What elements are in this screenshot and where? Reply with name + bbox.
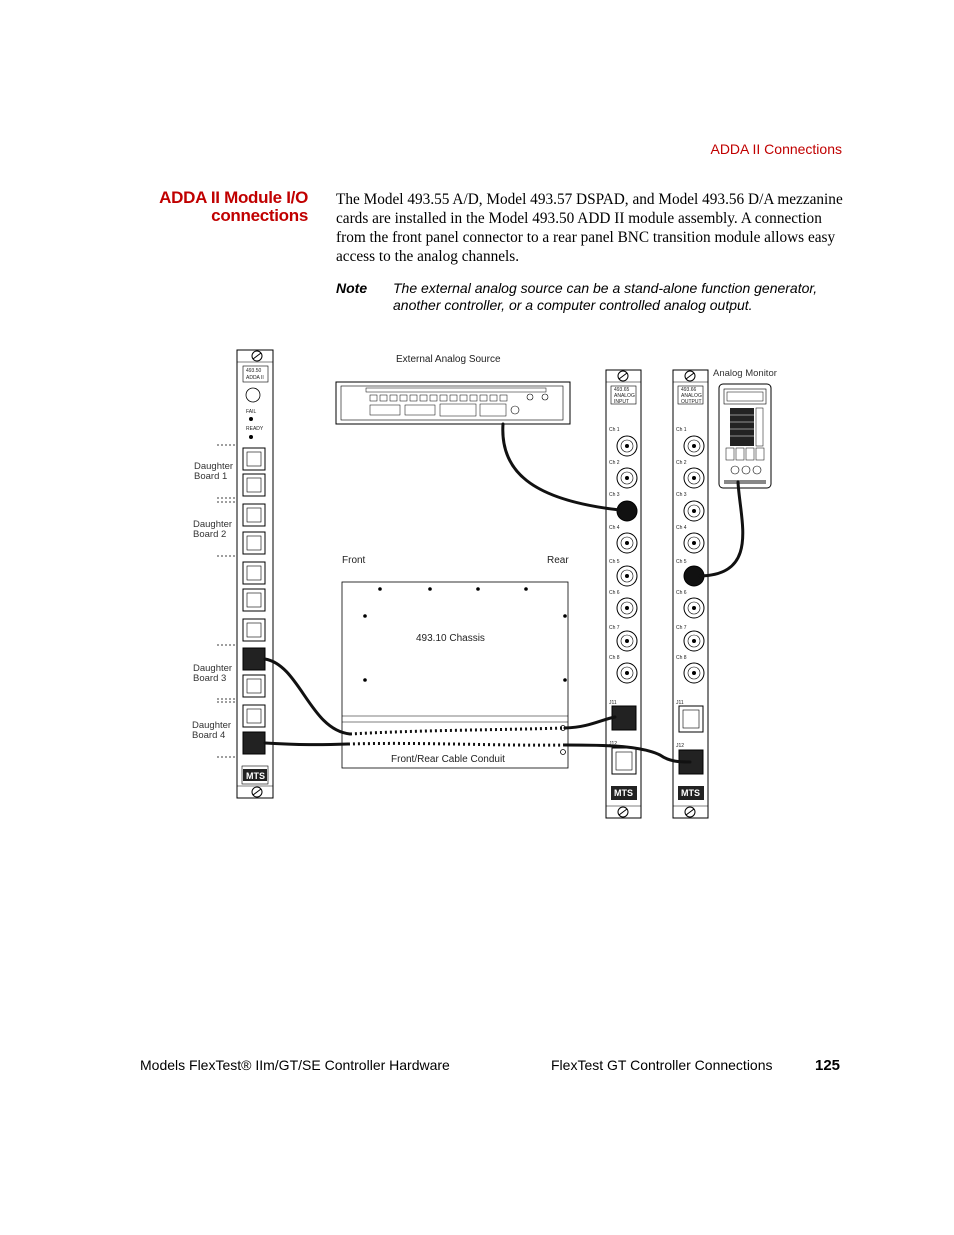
daughter-board-labels: Daughter Board 1 Daughter Board 2 Daught…: [192, 461, 233, 741]
adda-ready: READY: [246, 426, 264, 432]
section-title-line2: connections: [211, 206, 308, 225]
output-j11-label: J11: [676, 700, 684, 706]
output-ch7-label: Ch 7: [676, 625, 687, 631]
output-ch2-label: Ch 2: [676, 460, 687, 466]
input-channels: Ch 1 Ch 2 Ch 3 Ch 4 Ch 5 Ch 6 Ch 7 Ch 8: [609, 427, 638, 684]
running-head: ADDA II Connections: [710, 141, 842, 157]
external-source-label: External Analog Source: [396, 354, 501, 365]
led-icon: [245, 387, 261, 403]
analog-monitor-label: Analog Monitor: [713, 368, 777, 379]
input-ch8-label: Ch 8: [609, 655, 620, 661]
input-ch1-label: Ch 1: [609, 427, 620, 433]
daughter-board-3-line2: Board 3: [193, 673, 226, 684]
output-channels: Ch 1 Ch 2 Ch 3 Ch 4 Ch 5 Ch 6 Ch 7 Ch 8: [676, 427, 705, 684]
output-ch3-label: Ch 3: [676, 492, 687, 498]
output-j12-label: J12: [676, 743, 684, 749]
output-ch4-label: Ch 4: [676, 525, 687, 531]
footer-left: Models FlexTest® IIm/GT/SE Controller Ha…: [140, 1057, 450, 1073]
adda-ports: [242, 447, 266, 755]
analog-input-module: 493.65 ANALOG INPUT Ch 1 Ch 2 Ch 3 Ch 4 …: [605, 369, 642, 819]
analog-output-module: 493.66 ANALOG OUTPUT Ch 1 Ch 2 Ch 3 Ch 4…: [672, 369, 709, 819]
mts-logo: MTS: [246, 771, 265, 781]
input-line3: INPUT: [614, 399, 629, 405]
chassis-label: 493.10 Chassis: [416, 633, 485, 644]
cables: [263, 422, 745, 764]
output-line3: OUTPUT: [681, 399, 702, 405]
body-paragraph: The Model 493.55 A/D, Model 493.57 DSPAD…: [336, 191, 843, 265]
section-title-line1: ADDA II Module I/O: [159, 188, 308, 207]
daughter-board-3-line1: Daughter: [193, 663, 232, 674]
input-ch4-label: Ch 4: [609, 525, 620, 531]
adda-name: ADDA II: [246, 375, 264, 381]
adda-model: 493.50: [246, 368, 262, 374]
external-analog-source: [335, 381, 571, 425]
output-ch8-label: Ch 8: [676, 655, 687, 661]
note-text: The external analog source can be a stan…: [393, 280, 818, 313]
output-line2: ANALOG: [681, 393, 702, 399]
daughter-board-4-line2: Board 4: [192, 730, 225, 741]
daughter-board-2-line1: Daughter: [193, 519, 232, 530]
output-ch1-label: Ch 1: [676, 427, 687, 433]
rear-label: Rear: [547, 555, 569, 566]
daughter-board-1-line1: Daughter: [194, 461, 233, 472]
output-ch6-label: Ch 6: [676, 590, 687, 596]
adda-module: 493.50 ADDA II FAIL READY: [236, 349, 274, 799]
input-ch3-label: Ch 3: [609, 492, 620, 498]
analog-monitor: [718, 383, 772, 489]
daughter-board-2-line2: Board 2: [193, 529, 226, 540]
daughter-board-4-line1: Daughter: [192, 720, 231, 731]
section-title: ADDA II Module I/O connections: [120, 189, 308, 225]
daughter-board-1-line2: Board 1: [194, 471, 227, 482]
input-line2: ANALOG: [614, 393, 635, 399]
conduit-label: Front/Rear Cable Conduit: [391, 754, 505, 765]
note-label: Note: [336, 280, 368, 296]
chassis: [341, 581, 569, 769]
input-model: 493.65: [614, 387, 630, 393]
output-ch5-label: Ch 5: [676, 559, 687, 565]
adda-fail: FAIL: [246, 409, 257, 415]
mts-logo: MTS: [614, 788, 633, 798]
conduit-cables: [347, 726, 566, 747]
input-j11-label: J11: [609, 700, 617, 706]
footer-right: FlexTest GT Controller Connections: [551, 1057, 773, 1073]
input-ch5-label: Ch 5: [609, 559, 620, 565]
mts-logo: MTS: [681, 788, 700, 798]
input-j12-label: J12: [609, 741, 617, 747]
output-model: 493.66: [681, 387, 697, 393]
page-number: 125: [815, 1057, 841, 1074]
front-label: Front: [342, 555, 366, 566]
input-ch2-label: Ch 2: [609, 460, 620, 466]
input-ch7-label: Ch 7: [609, 625, 620, 631]
input-ch6-label: Ch 6: [609, 590, 620, 596]
